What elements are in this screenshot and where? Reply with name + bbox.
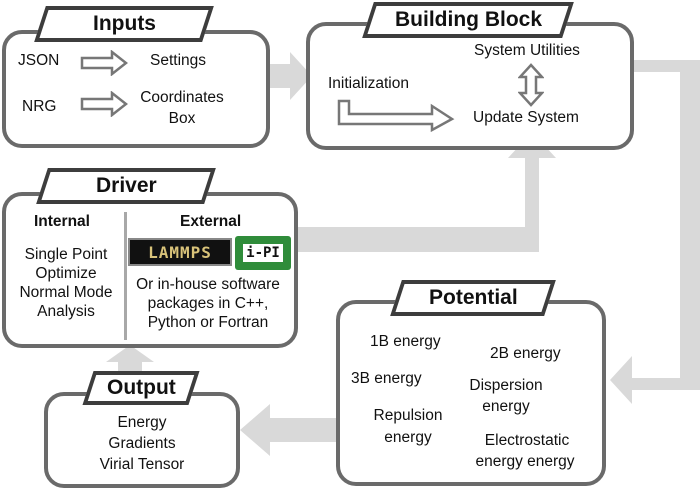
system-utilities-label: System Utilities xyxy=(474,42,580,59)
internal-item-normal-mode: Normal Mode xyxy=(19,284,113,301)
energy-1b-label: 1B energy xyxy=(370,333,441,350)
output-item-virial-tensor: Virial Tensor xyxy=(99,456,185,473)
driver-divider xyxy=(124,212,127,340)
internal-item-optimize: Optimize xyxy=(35,265,97,282)
flow-arrow-inputs-to-building-block xyxy=(270,52,312,100)
inputs-title-tab: Inputs xyxy=(34,6,214,42)
box-label: Box xyxy=(168,110,196,127)
coordinates-label: Coordinates xyxy=(140,89,224,106)
driver-title: Driver xyxy=(95,174,157,197)
inputs-title: Inputs xyxy=(92,12,156,35)
flow-arrow-output-to-driver xyxy=(106,345,154,372)
output-box xyxy=(44,392,240,488)
json-label: JSON xyxy=(18,52,60,69)
flow-arrow-building-block-to-potential xyxy=(610,60,700,404)
potential-title: Potential xyxy=(428,286,518,309)
electrostatic-energy-label: energy energy xyxy=(475,453,575,470)
json-to-settings-arrow-icon xyxy=(80,50,128,76)
flow-arrow-potential-to-output xyxy=(240,404,336,456)
dispersion-energy-label: energy xyxy=(482,398,530,415)
energy-2b-label: 2B energy xyxy=(490,345,561,362)
external-note-line-1: Or in-house software xyxy=(136,276,280,293)
internal-item-single-point: Single Point xyxy=(24,246,108,263)
internal-item-analysis: Analysis xyxy=(37,303,95,320)
settings-label: Settings xyxy=(150,52,207,69)
external-heading: External xyxy=(180,213,242,230)
flow-arrow-driver-to-building-block xyxy=(298,132,556,252)
potential-title-tab: Potential xyxy=(390,280,556,316)
output-item-gradients: Gradients xyxy=(108,435,176,452)
energy-3b-label: 3B energy xyxy=(351,370,422,387)
driver-title-tab: Driver xyxy=(36,168,216,204)
ipi-logo: i-PI xyxy=(235,236,291,270)
dispersion-label: Dispersion xyxy=(469,377,543,394)
building-block-title: Building Block xyxy=(394,8,542,31)
lammps-logo: LAMMPS xyxy=(128,238,232,266)
ipi-logo-text: i-PI xyxy=(243,244,283,262)
driver-box xyxy=(2,192,298,348)
external-note-line-2: packages in C++, xyxy=(147,295,269,312)
bidirectional-arrow-icon xyxy=(518,63,544,107)
repulsion-label: Repulsion xyxy=(373,407,443,424)
nrg-label: NRG xyxy=(22,98,57,115)
repulsion-energy-label: energy xyxy=(384,429,432,446)
update-system-label: Update System xyxy=(473,109,579,126)
output-title-tab: Output xyxy=(82,371,200,405)
initialization-to-update-arrow-icon xyxy=(337,99,455,132)
internal-heading: Internal xyxy=(34,213,90,230)
output-title: Output xyxy=(106,376,176,399)
lammps-logo-text: LAMMPS xyxy=(148,242,212,262)
electrostatic-label: Electrostatic xyxy=(484,432,570,449)
initialization-label: Initialization xyxy=(328,75,409,92)
output-item-energy: Energy xyxy=(117,414,167,431)
external-note-line-3: Python or Fortran xyxy=(147,314,269,331)
building-block-title-tab: Building Block xyxy=(362,2,574,38)
nrg-to-coordinates-arrow-icon xyxy=(80,91,128,117)
